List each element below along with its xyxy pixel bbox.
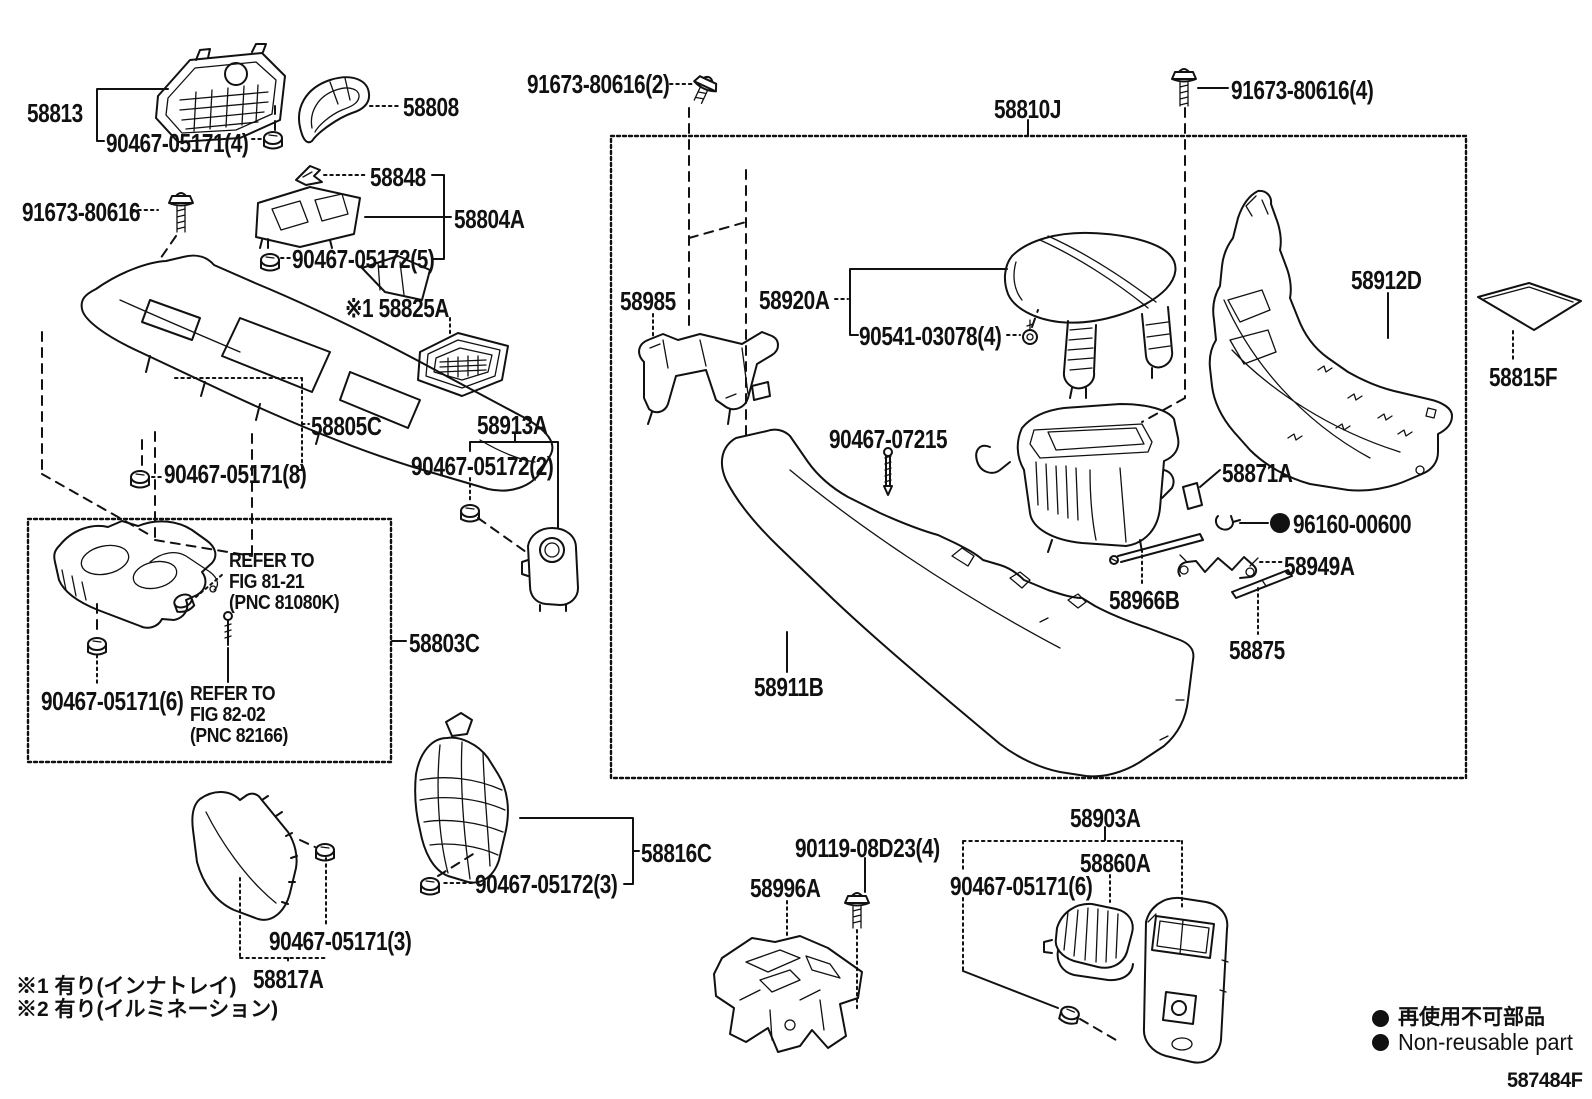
part-58813-drawing — [155, 43, 286, 143]
clip-90467-05172-3-icon — [420, 877, 440, 896]
part-console-bin-drawing — [975, 403, 1180, 553]
label-58911B[interactable]: 58911B — [754, 672, 824, 702]
screw-90541-03078-icon — [1022, 319, 1038, 345]
part-58903A-rear-panel-drawing — [1142, 896, 1229, 1064]
label-91673-80616-4[interactable]: 91673-80616(4) — [1231, 75, 1374, 105]
label-58903A[interactable]: 58903A — [1070, 803, 1141, 833]
footnote-inner-tray: ※1 有り(インナトレイ) — [16, 975, 237, 998]
bolt-91673-80616-2-icon — [693, 75, 718, 105]
refer-note-82-02-line1: REFER TO — [190, 683, 276, 705]
label-58805C[interactable]: 58805C — [311, 411, 382, 441]
part-58911B-drawing — [720, 428, 1195, 778]
part-58985-drawing — [638, 331, 779, 425]
clip-refer-81080K-icon — [173, 593, 196, 613]
part-58875-rod-drawing — [1231, 569, 1293, 599]
label-58815F[interactable]: 58815F — [1489, 362, 1558, 392]
part-96160-pin-drawing — [1214, 515, 1241, 531]
label-58913A[interactable]: 58913A — [477, 410, 548, 440]
part-58816C-drawing — [414, 712, 509, 884]
label-90467-05171-6b[interactable]: 90467-05171(6) — [950, 871, 1093, 901]
footnote-illumination: ※2 有り(イルミネーション) — [16, 998, 279, 1021]
refer-note-81-21-line2: FIG 81-21 — [229, 571, 305, 593]
non-reusable-dot-96160 — [1270, 513, 1290, 533]
label-90541-03078-4[interactable]: 90541-03078(4) — [859, 321, 1002, 351]
clip-90467-05171-8-icon — [130, 470, 150, 489]
label-58816C[interactable]: 58816C — [641, 838, 712, 868]
part-58815F-drawing — [1477, 282, 1582, 331]
label-90467-05171-8[interactable]: 90467-05171(8) — [164, 459, 307, 489]
part-58860A-drawing — [1043, 902, 1134, 982]
part-58825A-drawing — [417, 332, 509, 397]
label-90119-08D23-4[interactable]: 90119-08D23(4) — [795, 833, 940, 863]
label-58825A[interactable]: ※1 58825A — [345, 293, 450, 323]
label-58848[interactable]: 58848 — [370, 162, 426, 192]
part-58920A-drawing — [1003, 231, 1177, 399]
label-90467-05172-3[interactable]: 90467-05172(3) — [475, 869, 618, 899]
legend-non-reusable-en: Non-reusable part — [1398, 1029, 1573, 1055]
legend-non-reusable-jp: 再使用不可部品 — [1398, 1006, 1545, 1029]
label-58966B[interactable]: 58966B — [1109, 585, 1180, 615]
figure-code: 587484F — [1507, 1069, 1583, 1092]
label-90467-05171-3[interactable]: 90467-05171(3) — [269, 926, 412, 956]
label-90467-05172-5[interactable]: 90467-05172(5) — [292, 244, 435, 274]
label-90467-05171-4[interactable]: 90467-05171(4) — [106, 128, 249, 158]
label-90467-07215[interactable]: 90467-07215 — [829, 424, 948, 454]
cup-holder-assembly-box — [26, 517, 393, 764]
label-58871A[interactable]: 58871A — [1222, 458, 1293, 488]
clip-90467-05171-3-icon — [315, 843, 335, 862]
clip-90467-05172-5-icon — [260, 253, 280, 272]
part-58805C-drawing — [41, 254, 554, 557]
clip-90467-05171-6a-icon — [87, 637, 107, 656]
refer-note-82-02-line3: (PNC 82166) — [190, 725, 288, 747]
label-58996A[interactable]: 58996A — [750, 873, 821, 903]
main-assembly-boundary-box — [609, 134, 1468, 780]
label-58817A[interactable]: 58817A — [253, 964, 324, 994]
label-96160-00600[interactable]: 96160-00600 — [1293, 509, 1412, 539]
non-reusable-bullet-jp-icon — [1372, 1010, 1389, 1027]
part-58808-drawing — [298, 76, 371, 144]
part-58803C-drawing — [53, 520, 219, 629]
refer-note-82-02-line2: FIG 82-02 — [190, 704, 266, 726]
label-91673-80616[interactable]: 91673-80616 — [22, 197, 141, 227]
clip-90467-05171-4-icon — [263, 131, 283, 150]
label-58803C[interactable]: 58803C — [409, 628, 480, 658]
label-58808[interactable]: 58808 — [403, 92, 459, 122]
label-58920A[interactable]: 58920A — [759, 285, 830, 315]
label-91673-80616-2[interactable]: 91673-80616(2) — [527, 69, 670, 99]
part-58804A-drawing — [255, 186, 361, 249]
clip-90467-05172-2-icon — [460, 504, 480, 523]
part-58848-drawing — [295, 165, 323, 186]
clip-90467-05171-6b-icon — [1058, 1005, 1080, 1025]
bolt-91673-80616-left-icon — [168, 192, 194, 233]
label-58813[interactable]: 58813 — [27, 98, 83, 128]
refer-note-81-21-line1: REFER TO — [229, 550, 315, 572]
part-58913A-drawing — [521, 527, 579, 612]
part-58966B-rod-drawing — [1109, 533, 1204, 565]
part-58949A-spring-drawing — [1177, 554, 1259, 579]
bolt-90119-08D23-icon — [844, 892, 870, 929]
part-58996A-drawing — [713, 935, 863, 1053]
leader-lines — [96, 83, 1514, 1041]
part-58912D-drawing — [1208, 189, 1453, 492]
bolt-91673-80616-4-icon — [1171, 68, 1197, 107]
screw-90467-07215-icon — [883, 447, 893, 496]
non-reusable-bullet-en-icon — [1372, 1034, 1389, 1051]
label-58860A[interactable]: 58860A — [1080, 848, 1151, 878]
label-58804A[interactable]: 58804A — [454, 204, 525, 234]
label-58810J[interactable]: 58810J — [994, 94, 1062, 124]
label-90467-05172-2[interactable]: 90467-05172(2) — [411, 451, 554, 481]
label-58875[interactable]: 58875 — [1229, 635, 1285, 665]
refer-note-81-21-line3: (PNC 81080K) — [229, 592, 340, 614]
label-58912D[interactable]: 58912D — [1351, 265, 1422, 295]
part-58871A-card-drawing — [1182, 482, 1203, 510]
screw-refer-82166-icon — [223, 611, 233, 646]
label-90467-05171-6a[interactable]: 90467-05171(6) — [41, 686, 184, 716]
label-58949A[interactable]: 58949A — [1284, 551, 1355, 581]
label-58985[interactable]: 58985 — [620, 286, 676, 316]
part-58817A-drawing — [191, 791, 298, 921]
